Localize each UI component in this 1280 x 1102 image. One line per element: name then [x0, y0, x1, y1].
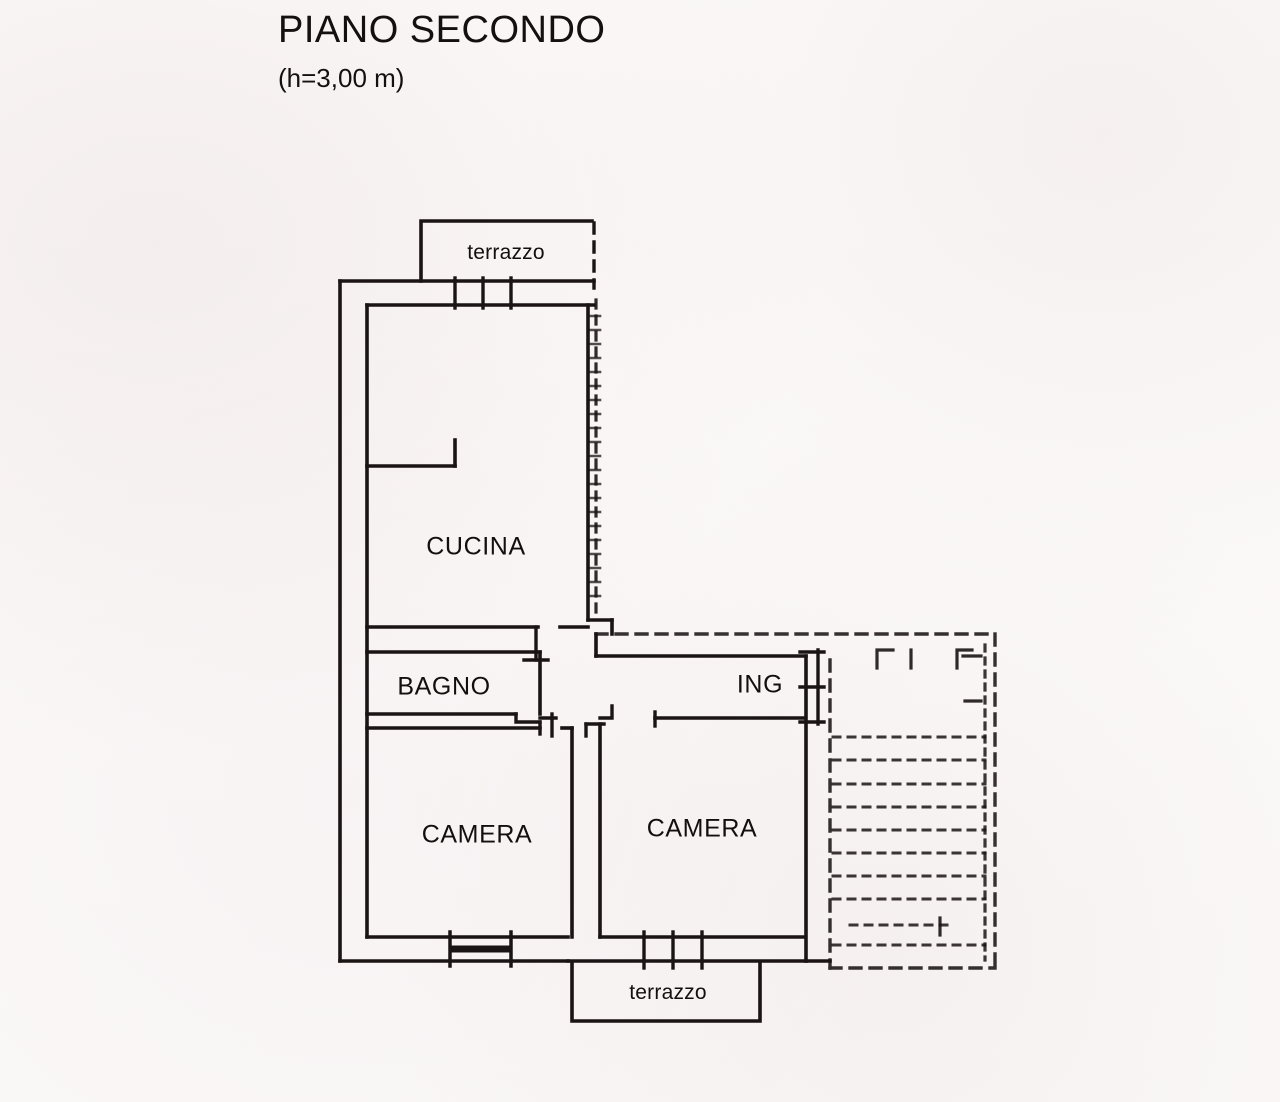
- window-kitchen-north: [453, 276, 513, 310]
- floor-height-note: (h=3,00 m): [278, 63, 405, 93]
- camera-left-door-opening: [538, 712, 554, 738]
- kitchen-counter-stub: [365, 438, 457, 468]
- bagno-door-opening: [514, 712, 558, 724]
- adjacent-unit-dashed: [594, 632, 997, 970]
- kitchen-southeast-jog: [586, 618, 614, 636]
- room-camera-left-walls: [365, 726, 574, 939]
- page-title: PIANO SECONDO: [278, 9, 606, 51]
- room-ing-walls: [594, 632, 808, 963]
- room-label-camera-left: CAMERA: [421, 820, 533, 849]
- exterior-wall-outer: [338, 279, 596, 963]
- title-block: PIANO SECONDO (h=3,00 m): [278, 8, 605, 94]
- room-label-terrazzo-bottom: terrazzo: [629, 981, 707, 1004]
- exterior-wall-inner: [365, 303, 596, 939]
- room-label-bagno: BAGNO: [397, 672, 491, 701]
- terrazzo-top-balcony: [419, 219, 594, 283]
- room-label-cucina: CUCINA: [426, 532, 526, 561]
- room-label-ing: ING: [736, 670, 784, 699]
- window-camera-left-south: [448, 930, 513, 968]
- camera-right-door-opening: [584, 704, 657, 738]
- adjacent-unit-interior-dashed: [831, 735, 987, 947]
- entrance-door-ing: [798, 648, 826, 726]
- room-cucina-walls: [365, 303, 590, 629]
- room-bagno-walls: [365, 650, 542, 716]
- room-label-terrazzo-top: terrazzo: [467, 241, 545, 264]
- terrazzo-bottom-balcony: [570, 961, 762, 1023]
- kitchen-east-hatch: [588, 314, 602, 598]
- cucina-door-opening: [522, 625, 550, 662]
- adjacent-unit-marks: [875, 648, 983, 937]
- room-label-camera-right: CAMERA: [646, 814, 758, 843]
